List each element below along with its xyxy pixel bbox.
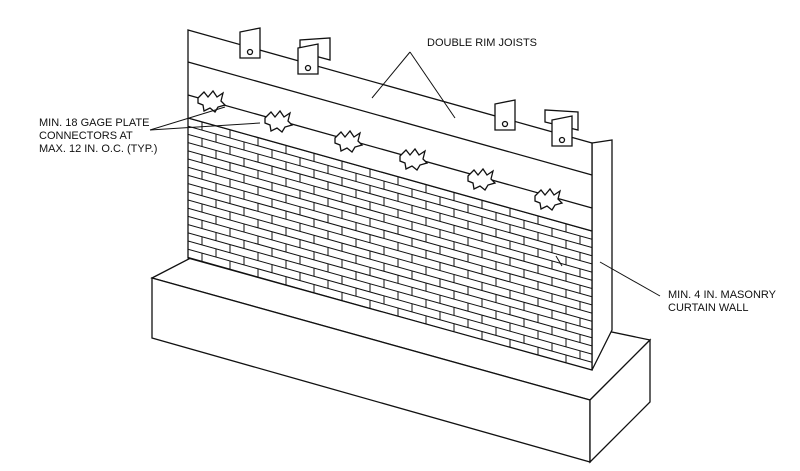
- strap-bolt: [501, 120, 509, 128]
- label-connectors-line1: MIN. 18 GAGE PLATE: [39, 117, 149, 129]
- brick-course-line: [188, 232, 592, 347]
- label-connectors-line2: CONNECTORS AT: [39, 130, 133, 142]
- brick-course-line: [188, 224, 592, 339]
- plate-connector: [197, 89, 227, 113]
- strap-bolt: [304, 64, 312, 72]
- plate-connector: [399, 147, 429, 171]
- leader-lines: [149, 51, 661, 297]
- brick-course-line: [188, 215, 592, 331]
- label-connectors-line3: MAX. 12 IN. O.C. (TYP.): [39, 143, 157, 155]
- joist-strap: [297, 43, 319, 75]
- plate-connector: [534, 187, 564, 211]
- brick-course-line: [188, 158, 592, 273]
- brick-course-line: [188, 191, 592, 306]
- label-curtain-wall-line1: MIN. 4 IN. MASONRY: [668, 289, 777, 301]
- rim-joist-straps: [239, 27, 573, 147]
- label-curtain-wall-line2: CURTAIN WALL: [668, 302, 748, 314]
- joist-strap: [239, 27, 261, 59]
- brick-course-line: [188, 125, 592, 240]
- joist-strap: [494, 99, 516, 131]
- brick-course-line: [188, 150, 592, 265]
- wall-side-face: [591, 139, 613, 371]
- brick-course-line: [188, 207, 592, 322]
- brick-course-line: [188, 133, 592, 249]
- plate-connector: [467, 167, 497, 191]
- footing: [150, 247, 652, 464]
- plate-connectors: [197, 89, 564, 211]
- brick-course-line: [188, 174, 592, 290]
- brick-course-line: [188, 199, 592, 314]
- label-double-rim-joists: DOUBLE RIM JOISTS: [427, 37, 537, 49]
- strap-bolt: [558, 136, 566, 144]
- brick-course-line: [188, 166, 592, 281]
- joist-strap: [551, 115, 573, 147]
- brick-course-line: [188, 248, 592, 363]
- brick-course-line: [188, 240, 592, 355]
- strap-bolt: [246, 48, 254, 56]
- brick-course-line: [188, 142, 592, 257]
- brick-course-line: [188, 118, 592, 232]
- plate-connector: [334, 129, 364, 153]
- plate-connector: [264, 109, 294, 133]
- brick-course-line: [188, 183, 592, 298]
